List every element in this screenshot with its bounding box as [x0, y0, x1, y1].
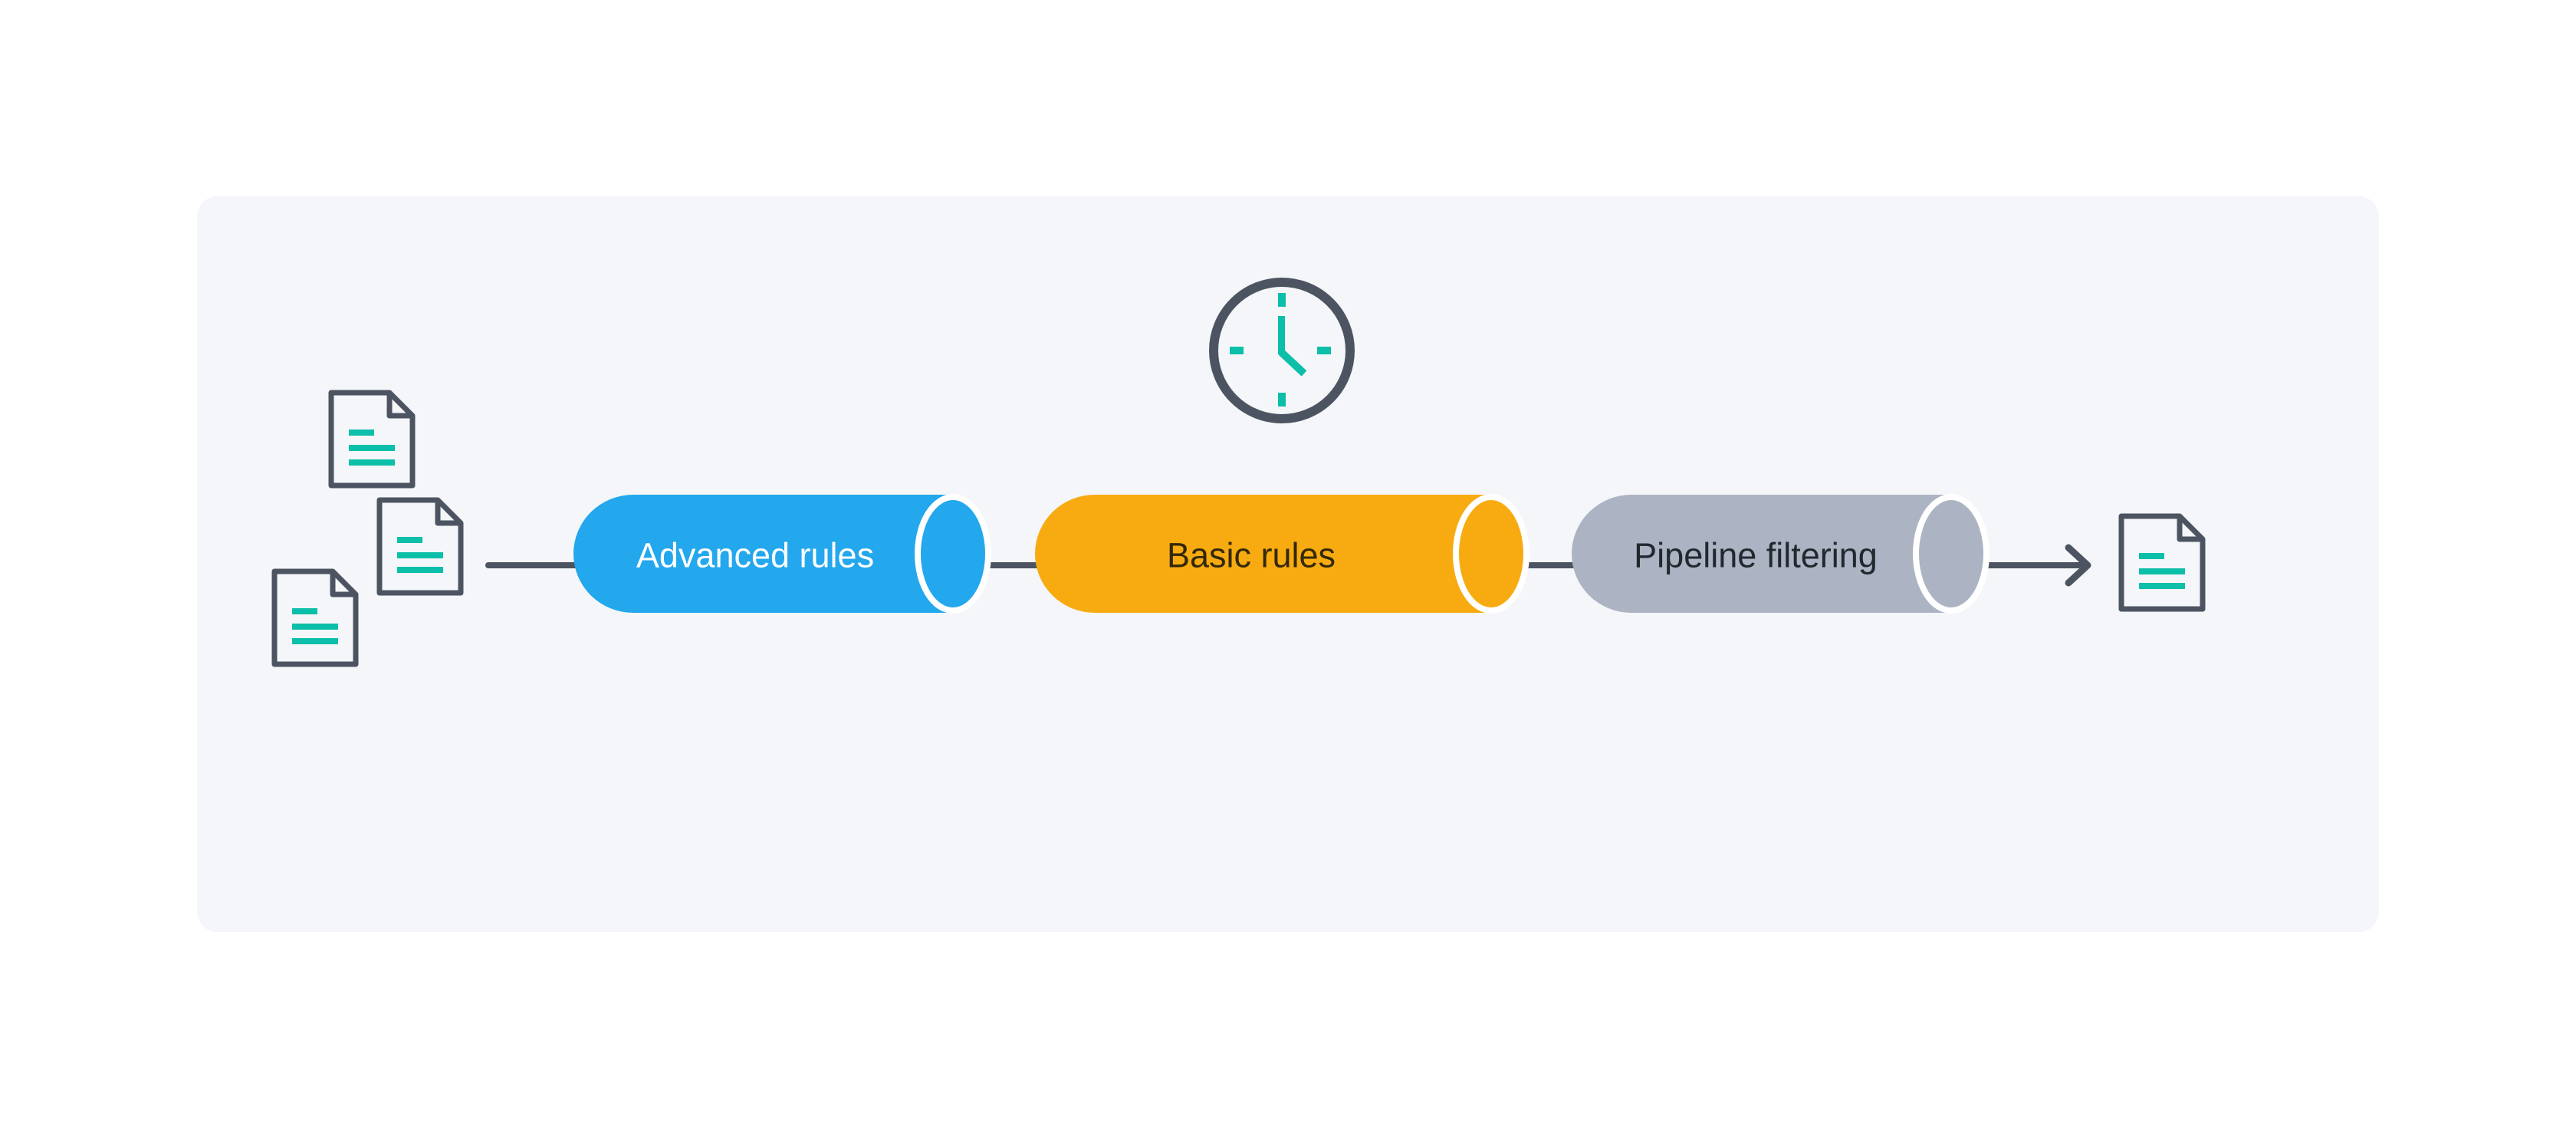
document-outline	[376, 497, 464, 596]
clock-tick-3	[1317, 347, 1331, 354]
document-fold-corner	[386, 393, 412, 419]
document-text-line	[292, 638, 338, 644]
cylinder-body	[1035, 495, 1491, 613]
document-text-line	[397, 552, 443, 558]
document-fold-corner	[330, 571, 356, 597]
cylinder-end-cap	[1913, 494, 1990, 614]
stage-label-basic-rules: Basic rules	[1167, 536, 1336, 575]
document-icon	[376, 497, 464, 596]
output-documents	[2118, 513, 2206, 612]
cylinder-end-cap	[915, 494, 991, 614]
clock-face	[1209, 278, 1355, 423]
document-fold-corner	[435, 500, 461, 526]
document-outline	[271, 568, 359, 667]
document-text-line	[349, 459, 395, 466]
clock-hour-hand	[1278, 349, 1307, 377]
document-text-line	[397, 567, 443, 573]
cylinder-body	[1572, 495, 1951, 613]
document-text-line	[349, 445, 395, 451]
document-text-line	[292, 624, 338, 630]
clock-icon	[1209, 278, 1355, 423]
stage-label-pipeline-filtering: Pipeline filtering	[1634, 536, 1878, 575]
document-icon	[271, 568, 359, 667]
cylinder-end-cap	[1453, 494, 1530, 614]
document-text-line	[292, 608, 317, 614]
clock-minute-hand	[1278, 316, 1285, 354]
stage-cylinder-pipeline-filtering: Pipeline filtering	[1572, 494, 1990, 614]
cylinder-body	[573, 495, 953, 613]
document-outline	[2118, 513, 2206, 612]
document-text-line	[2139, 583, 2185, 589]
arrow-right-icon	[2065, 544, 2091, 587]
clock-tick-9	[1230, 347, 1244, 354]
stage-label-advanced-rules: Advanced rules	[636, 536, 874, 575]
document-icon	[328, 390, 416, 489]
clock-tick-6	[1278, 393, 1286, 407]
document-outline	[328, 390, 416, 489]
input-documents	[271, 390, 464, 667]
document-icon	[2118, 513, 2206, 612]
clock-tick-12	[1278, 293, 1286, 307]
document-text-line	[349, 430, 374, 436]
stage-cylinder-advanced-rules: Advanced rules	[573, 494, 991, 614]
document-text-line	[2139, 568, 2185, 574]
stage-cylinder-basic-rules: Basic rules	[1035, 494, 1530, 614]
document-fold-corner	[2177, 516, 2203, 542]
document-text-line	[397, 537, 422, 543]
document-text-line	[2139, 553, 2164, 559]
